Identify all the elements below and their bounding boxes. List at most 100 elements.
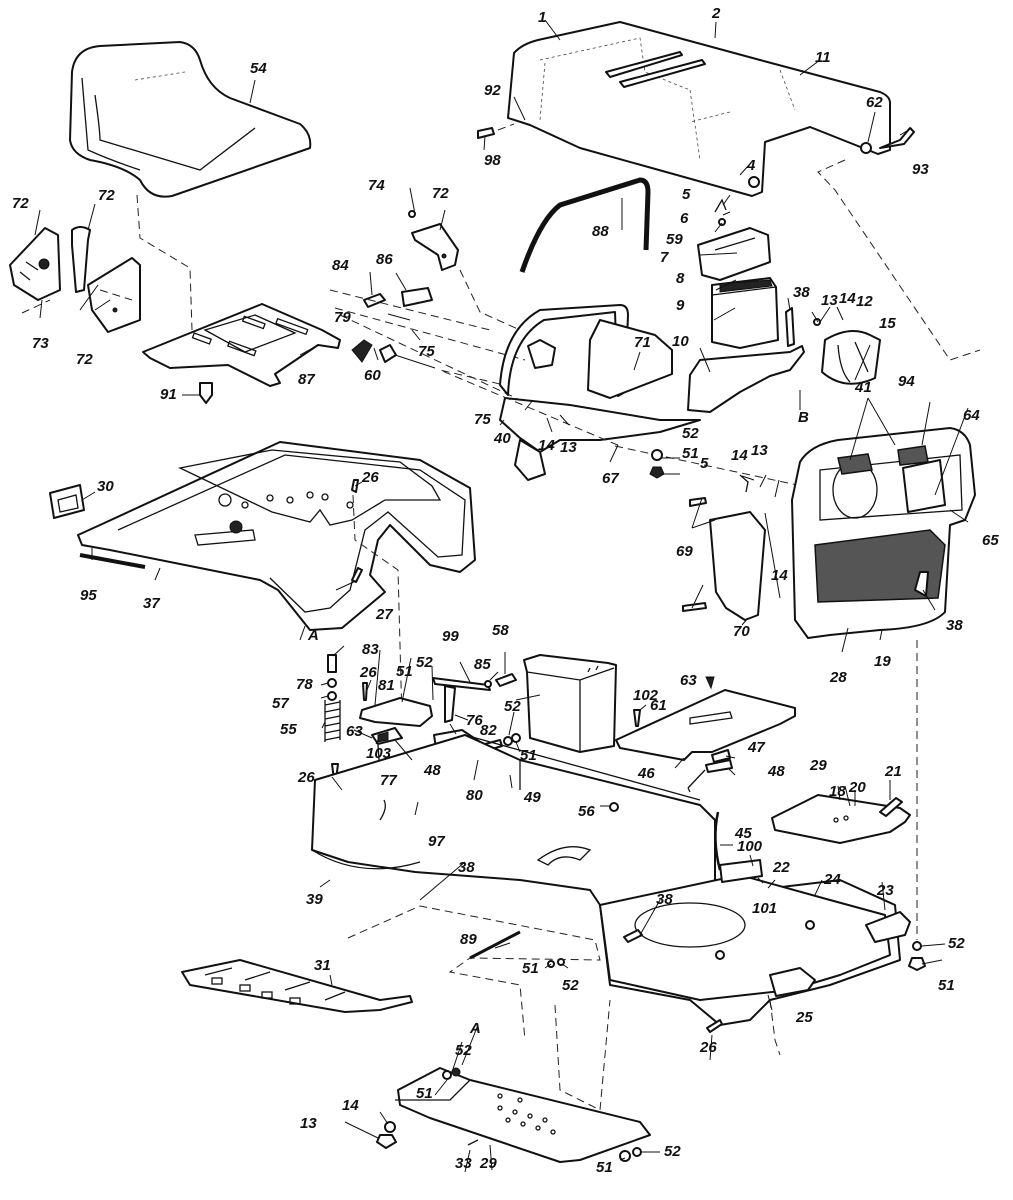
seat-spring-55 — [324, 700, 341, 742]
panel-bolt-69b — [682, 602, 707, 612]
hood-part — [507, 21, 891, 197]
label-4: 4 — [746, 157, 756, 174]
label-51-d: 51 — [938, 977, 955, 994]
washer-52d — [912, 941, 922, 951]
nut-51d — [908, 957, 926, 971]
seat-bracket-right — [87, 257, 141, 333]
label-72-b: 72 — [98, 187, 115, 204]
label-56: 56 — [578, 803, 595, 820]
grommet-56 — [609, 802, 619, 812]
label-12: 12 — [856, 293, 873, 310]
label-49: 49 — [523, 789, 541, 806]
label-69: 69 — [676, 543, 693, 560]
label-85: 85 — [474, 656, 491, 673]
footrest-right-29 — [771, 794, 911, 844]
battery-clip-5 — [714, 198, 727, 213]
spring-washer-57 — [327, 691, 337, 701]
label-62: 62 — [866, 94, 883, 111]
label-81: 81 — [378, 677, 395, 694]
screw-61 — [633, 709, 641, 727]
label-14-c: 14 — [731, 447, 748, 464]
throttle-lever — [408, 210, 459, 271]
label-15: 15 — [879, 315, 896, 332]
nut-13d — [376, 1134, 397, 1149]
washer-52g — [632, 1147, 642, 1157]
label-26-b: 26 — [359, 664, 377, 681]
label-14-b: 14 — [538, 437, 555, 454]
nut-51f — [442, 1070, 452, 1080]
side-panel-70 — [709, 511, 766, 621]
dash-nut-52 — [651, 449, 663, 461]
dash-panel-part — [499, 304, 701, 481]
label-52-f: 52 — [455, 1042, 472, 1059]
label-59: 59 — [666, 231, 683, 248]
label-51-g: 51 — [596, 1159, 613, 1176]
label-52-c: 52 — [504, 698, 521, 715]
label-74: 74 — [368, 177, 385, 194]
battery-bolt-38 — [785, 307, 795, 347]
label-47: 47 — [747, 739, 765, 756]
label-61: 61 — [650, 697, 667, 714]
label-99: 99 — [442, 628, 459, 645]
label-26-d: 26 — [699, 1039, 717, 1056]
fuel-tank-part — [523, 654, 617, 753]
label-13-d: 13 — [300, 1115, 317, 1132]
seat-adjust-lever — [71, 226, 91, 293]
choke-switch-84 — [363, 293, 386, 308]
footplate-29 — [395, 1067, 651, 1163]
label-19: 19 — [874, 653, 891, 670]
footrest-rod-89 — [469, 930, 521, 960]
label-52-d: 52 — [948, 935, 965, 952]
label-24: 24 — [823, 871, 841, 888]
wiring-board-100 — [719, 859, 763, 883]
knob-21 — [879, 797, 903, 817]
label-89: 89 — [460, 931, 477, 948]
label-65: 65 — [982, 532, 999, 549]
label-46: 46 — [637, 765, 655, 782]
label-18: 18 — [829, 783, 846, 800]
frame-screw-26d — [706, 1019, 723, 1033]
label-6: 6 — [680, 210, 689, 227]
label-13-b: 13 — [560, 439, 577, 456]
label-70: 70 — [733, 623, 750, 640]
grille-bolt-38 — [914, 571, 929, 597]
frame-bolt-38 — [623, 929, 643, 943]
label-38-b: 38 — [946, 617, 963, 634]
label-A-1: A — [307, 627, 319, 644]
ignition-key-60 — [351, 339, 436, 369]
label-26-a: 26 — [361, 469, 379, 486]
battery-tray — [687, 345, 805, 413]
label-64: 64 — [963, 407, 980, 424]
label-11: 11 — [815, 49, 831, 66]
label-91: 91 — [160, 386, 177, 403]
label-71: 71 — [634, 334, 651, 351]
label-101: 101 — [752, 900, 777, 917]
spring-washer-78 — [327, 678, 337, 688]
grille-housing — [791, 427, 976, 639]
panel-bolt-69a — [689, 497, 707, 507]
label-103: 103 — [366, 745, 392, 762]
seat-bracket-left — [9, 227, 61, 301]
label-75-a: 75 — [418, 343, 435, 360]
label-77: 77 — [380, 772, 397, 789]
label-102: 102 — [633, 687, 659, 704]
hood-washer-62 — [860, 142, 872, 154]
label-22: 22 — [772, 859, 790, 876]
frame-deck-24 — [599, 874, 891, 1001]
label-58: 58 — [492, 622, 509, 639]
label-28: 28 — [829, 669, 847, 686]
label-75-b: 75 — [474, 411, 491, 428]
label-67: 67 — [602, 470, 619, 487]
label-52-g: 52 — [664, 1143, 681, 1160]
screw-33 — [467, 1139, 479, 1146]
label-38-d: 38 — [656, 891, 673, 908]
label-95: 95 — [80, 587, 97, 604]
label-78: 78 — [296, 676, 313, 693]
label-72-c: 72 — [76, 351, 93, 368]
spring-pin-63 — [377, 731, 389, 743]
label-29-b: 29 — [479, 1155, 497, 1172]
label-21: 21 — [884, 763, 902, 780]
hood-bolt-93 — [879, 127, 915, 149]
seat-plate-part — [142, 303, 341, 404]
